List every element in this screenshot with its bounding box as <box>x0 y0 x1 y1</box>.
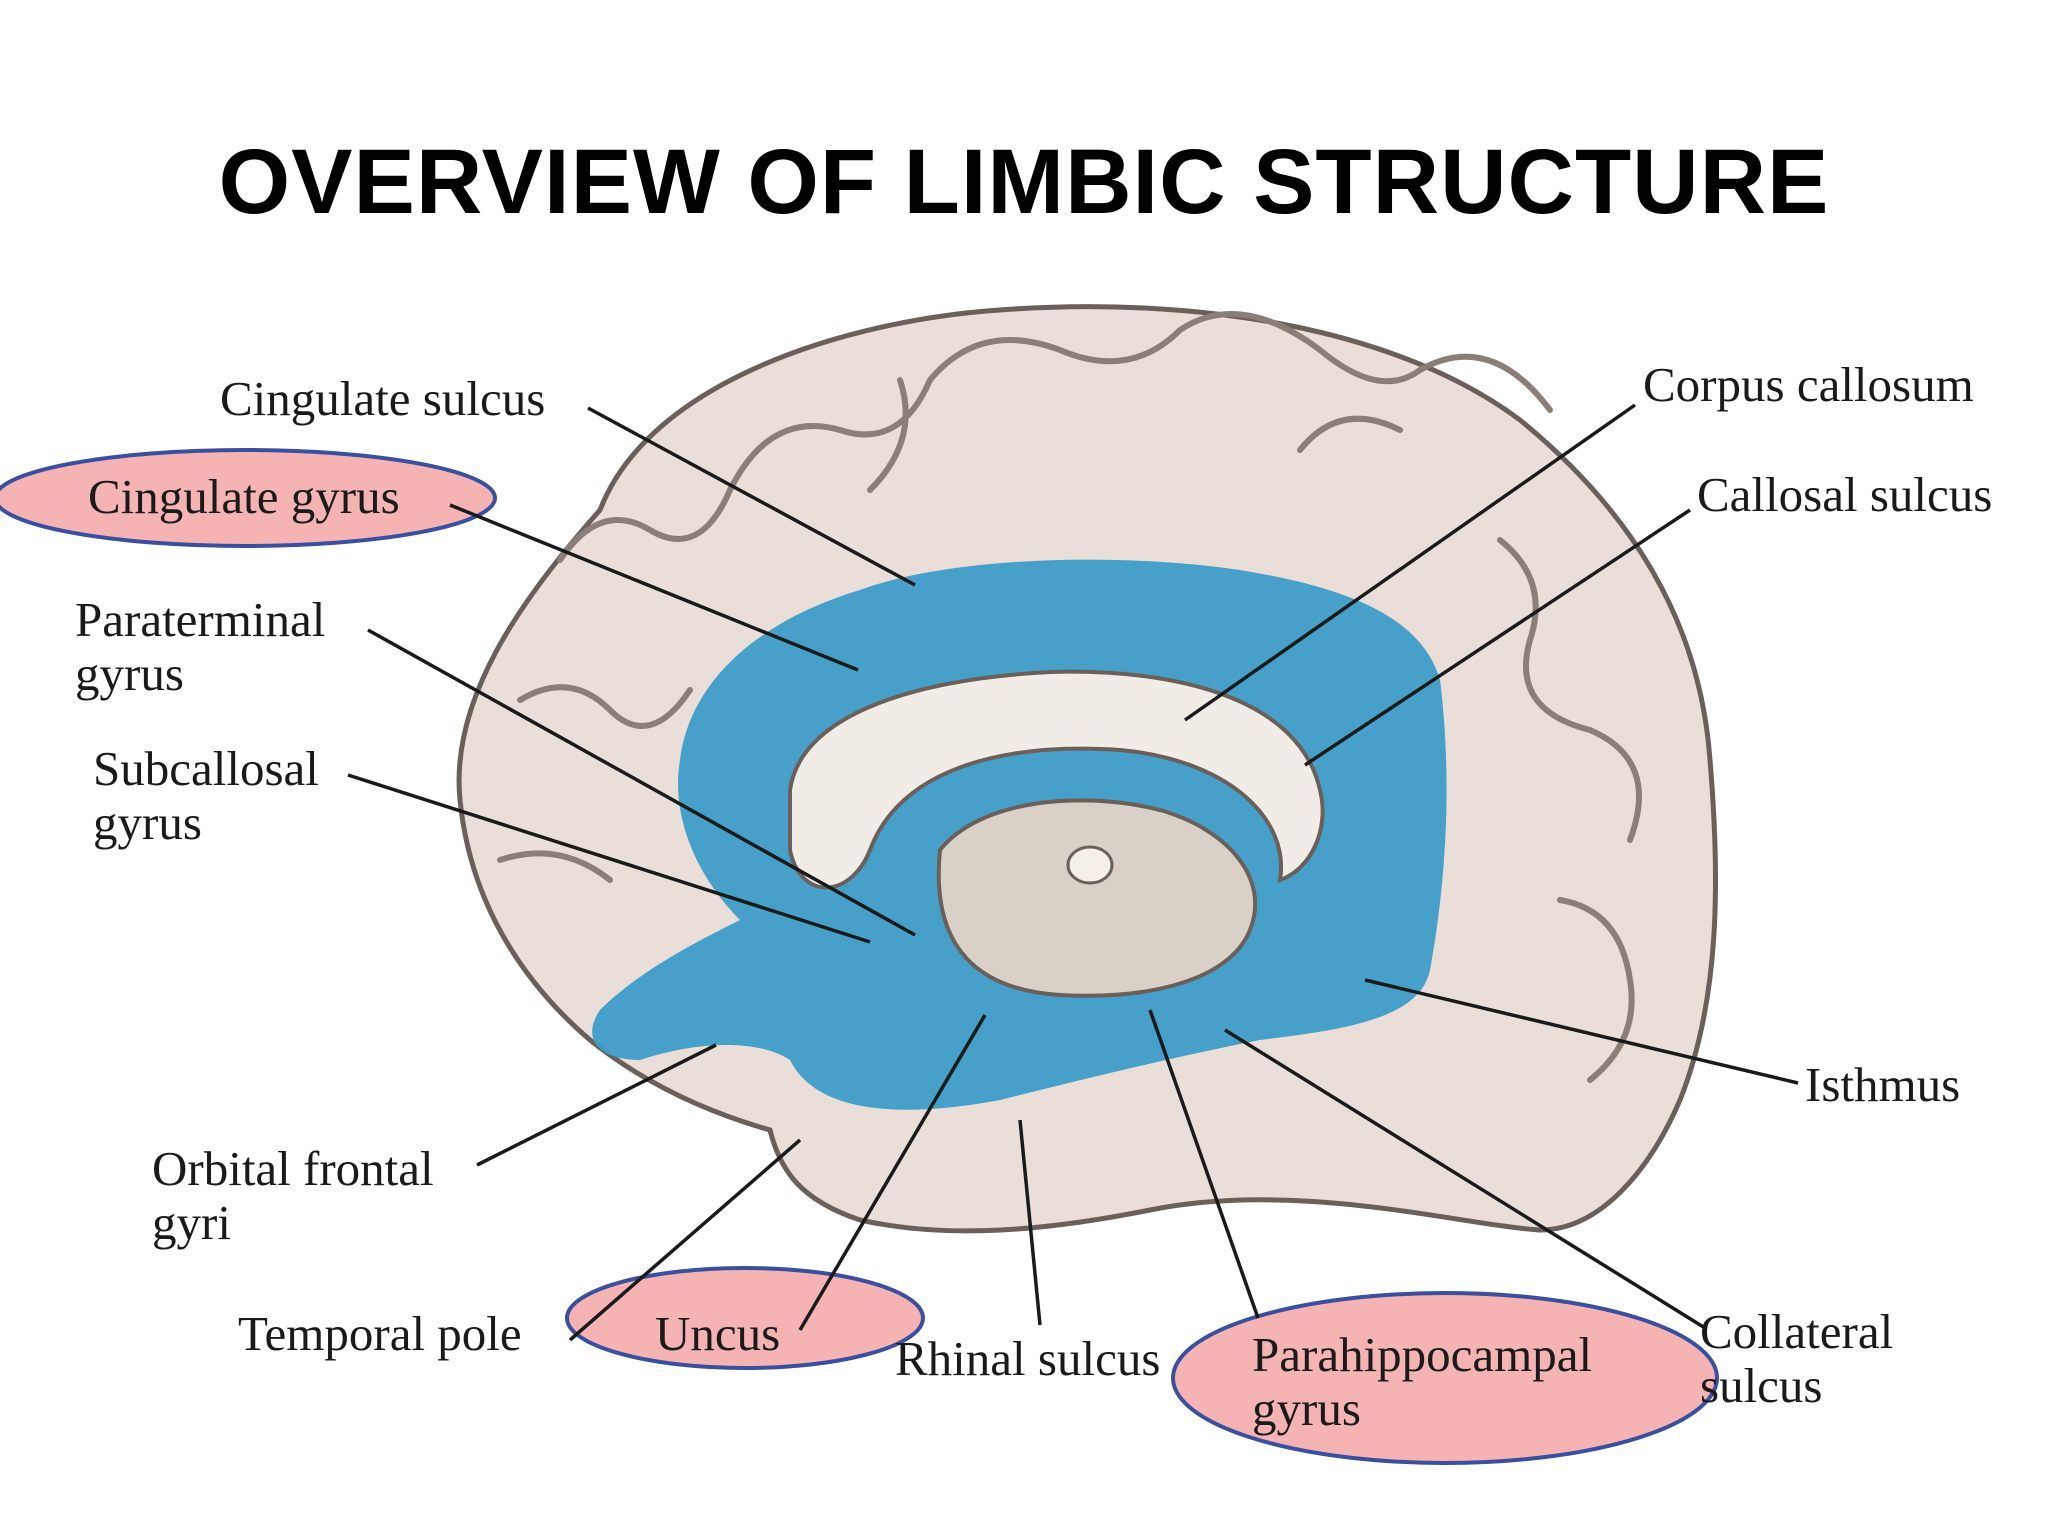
label-parahippocampal-gyrus: Parahippocampal gyrus <box>1252 1327 1593 1436</box>
label-rhinal-sulcus: Rhinal sulcus <box>895 1331 1161 1386</box>
label-cingulate-sulcus: Cingulate sulcus <box>220 371 546 426</box>
label-uncus: Uncus <box>655 1306 781 1361</box>
label-isthmus: Isthmus <box>1805 1057 1961 1112</box>
label-temporal-pole: Temporal pole <box>238 1306 522 1361</box>
label-orbital-frontal-gyri: Orbital frontal gyri <box>152 1141 434 1250</box>
label-corpus-callosum: Corpus callosum <box>1643 357 1974 412</box>
label-paraterminal-gyrus: Paraterminal gyrus <box>75 592 326 701</box>
thalamus-area <box>936 798 1257 998</box>
corpus-callosum-shape <box>788 669 1325 890</box>
slide-title: OVERVIEW OF LIMBIC STRUCTURE <box>218 131 1830 233</box>
thalamus-nucleus <box>1066 845 1114 885</box>
highlight-circle-parahippocampal <box>1171 1291 1719 1465</box>
leader-lines <box>347 403 1799 1342</box>
label-collateral-sulcus: Collateral sulcus <box>1700 1304 1894 1413</box>
label-subcallosal-gyrus: Subcallosal gyrus <box>93 741 319 850</box>
highlight-circle-cingulate-gyrus <box>0 448 497 548</box>
label-cingulate-gyrus: Cingulate gyrus <box>88 469 400 524</box>
highlight-circle-uncus <box>565 1266 925 1370</box>
gyri-pattern <box>497 311 1642 1083</box>
label-callosal-sulcus: Callosal sulcus <box>1697 467 1993 522</box>
